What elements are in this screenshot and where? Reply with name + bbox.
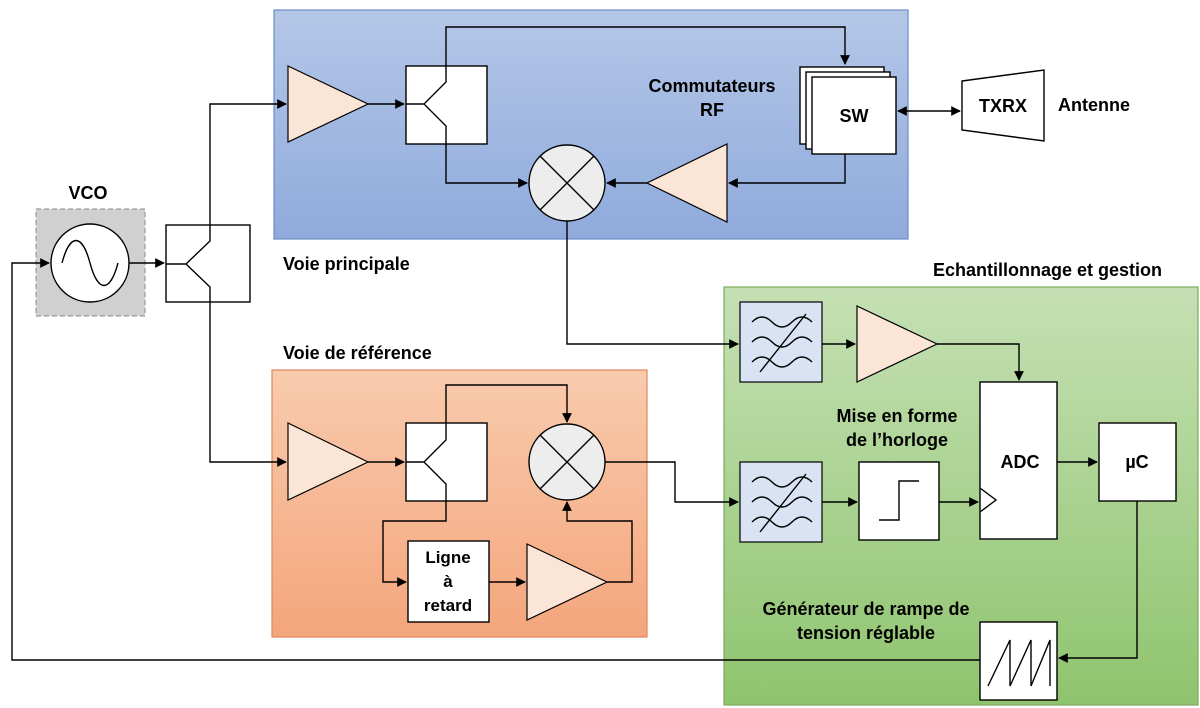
adc-clock-input-icon [979, 487, 998, 513]
ramp-generator-block [979, 621, 1058, 701]
rx-amplifier [645, 143, 728, 223]
wire-splitter-ref [209, 302, 287, 467]
filter-top-icon [751, 313, 813, 373]
delay-line-label-1: Ligne [425, 548, 470, 567]
wire-ramp-vco [11, 258, 980, 661]
uc-label: µC [1125, 452, 1148, 472]
adc-label: ADC [1001, 452, 1040, 472]
filter-bottom-icon [751, 473, 813, 533]
generateur-label-2: tension réglable [797, 623, 935, 643]
antenne-label: Antenne [1058, 95, 1130, 115]
wire-refmixer-filter [605, 461, 739, 507]
wire-mixer-filter-top [566, 221, 739, 349]
sawtooth-icon [987, 639, 1051, 687]
wire-splitter-main [209, 99, 287, 225]
mise-en-forme-label-2: de l’horloge [846, 430, 948, 450]
ref-amplifier [287, 422, 370, 501]
commutateurs-label-2: RF [700, 100, 724, 120]
wire-uc-ramp [1058, 501, 1138, 663]
adc-block [979, 381, 1058, 540]
vco-splitter-symbol [166, 225, 211, 302]
tx-amplifier [287, 65, 370, 143]
echantillonnage-title: Echantillonnage et gestion [933, 260, 1162, 280]
txrx-antenna [961, 69, 1045, 142]
generateur-label-1: Générateur de rampe de [762, 599, 969, 619]
sine-wave-icon [61, 240, 119, 286]
wire-refcoupler-delay [382, 501, 447, 587]
voie-principale-title: Voie principale [283, 254, 410, 274]
txrx-label: TXRX [979, 96, 1027, 116]
vco-title: VCO [68, 183, 107, 203]
delay-line-label-2: à [443, 572, 453, 591]
step-icon [879, 480, 919, 521]
main-mixer-cross [539, 155, 595, 211]
ref-coupler-symbol [406, 423, 447, 501]
delay-line-block [407, 540, 490, 623]
wire-refcoupler-mixer [445, 384, 572, 423]
filter-top [739, 301, 823, 383]
sw-label: SW [840, 106, 869, 126]
voie-reference-title: Voie de référence [283, 343, 432, 363]
mise-en-forme-label-1: Mise en forme [836, 406, 957, 426]
if-amplifier [856, 305, 939, 383]
wire-sw-rxamp [728, 154, 846, 188]
wire-delayamp-mixer [562, 501, 633, 583]
wire-coupler-sw [445, 26, 850, 66]
sw-block [811, 76, 897, 155]
ref-mixer-cross [539, 434, 595, 490]
main-coupler-symbol [406, 66, 447, 144]
commutateurs-label-1: Commutateurs [648, 76, 775, 96]
delay-amplifier [526, 543, 609, 621]
wire-ifamp-adc [937, 343, 1024, 381]
delay-line-label-3: retard [424, 596, 472, 615]
wire-coupler-mixer [445, 144, 528, 188]
